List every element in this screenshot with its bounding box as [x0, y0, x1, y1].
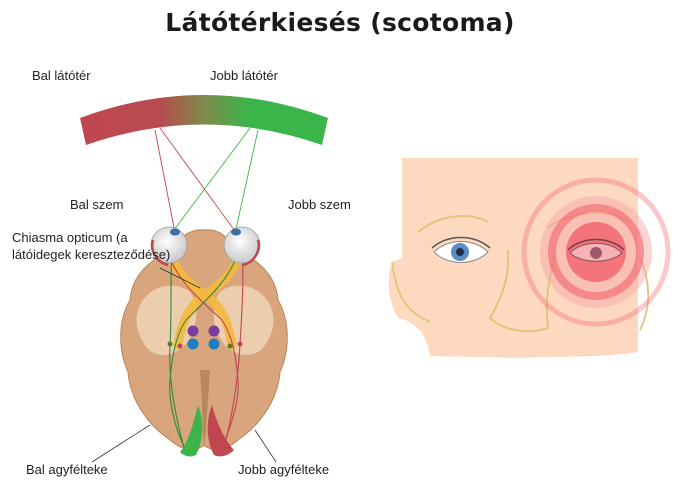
left-eye-icon [150, 226, 188, 267]
face-illustration [388, 158, 650, 358]
chiasma-label-line1: Chiasma opticum (a [12, 230, 128, 245]
right-visual-field-label: Jobb látótér [210, 68, 278, 83]
chiasma-label-line2: látóidegek kereszteződése) [12, 247, 171, 262]
left-visual-field-label: Bal látótér [32, 68, 91, 83]
page-title: Látótérkiesés (scotoma) [165, 8, 515, 37]
left-eye-label: Bal szem [70, 197, 124, 212]
right-hemisphere-label: Jobb agyfélteke [238, 462, 330, 477]
leader-lines [91, 267, 277, 463]
visual-field-arc [80, 95, 328, 145]
right-eye-label: Jobb szem [288, 197, 351, 212]
left-visual-cortex [180, 405, 203, 457]
left-hemisphere-label: Bal agyfélteke [26, 462, 108, 477]
scotoma-rings [521, 177, 671, 327]
brain-nuclei [167, 325, 243, 350]
projection-lines [154, 127, 259, 239]
right-eye-icon [223, 226, 261, 267]
right-visual-cortex [207, 405, 234, 457]
chiasma-label: Chiasma opticum (a látóidegek keresztező… [12, 229, 192, 263]
